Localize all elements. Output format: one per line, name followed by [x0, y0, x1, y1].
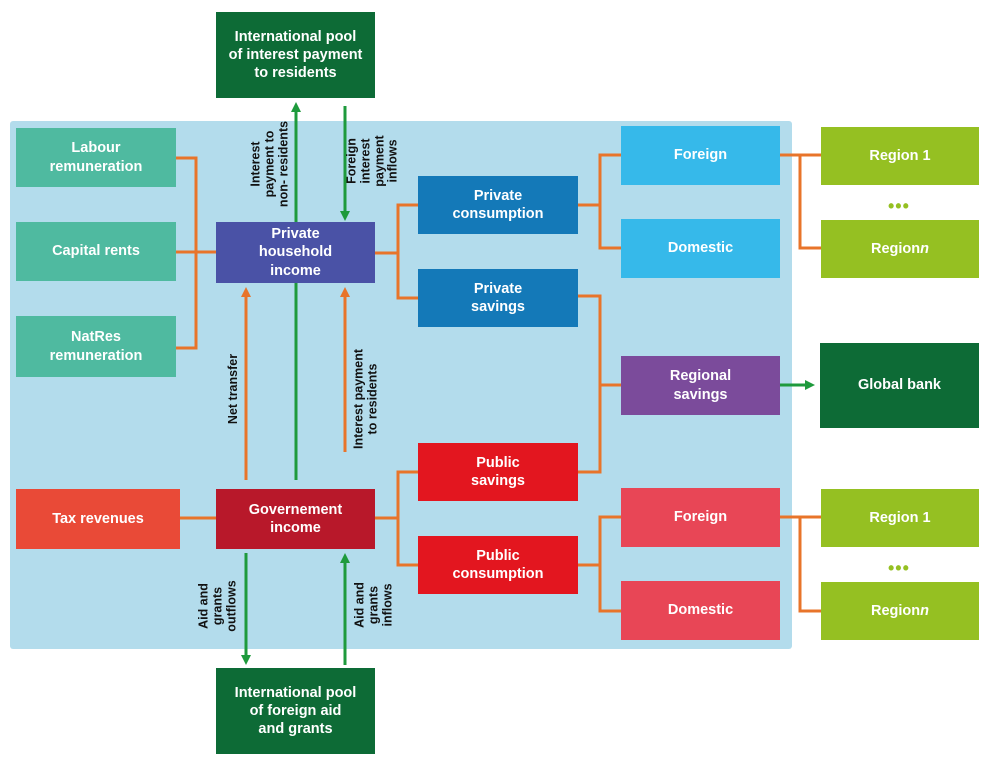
global-bank-box: Global bank: [820, 343, 979, 428]
private-consumption-split: [578, 153, 621, 250]
foreign-bottom-regions-bracket: [780, 515, 821, 613]
aid-inflows-label: Aid and grants inflows: [352, 582, 394, 628]
savings-to-regional-bracket: [578, 294, 621, 474]
private-savings-box: Private savings: [418, 269, 578, 327]
region-n-bottom-box: Region n: [821, 582, 979, 640]
interest-nonresidents-label: Interest payment to non- residents: [248, 120, 290, 208]
natres-remuneration-box: NatRes remuneration: [16, 316, 176, 377]
private-consumption-box: Private consumption: [418, 176, 578, 234]
net-transfer-label: Net transfer: [226, 353, 241, 425]
pool-aid-box: International pool of foreign aid and gr…: [216, 668, 375, 754]
domestic-top-box: Domestic: [621, 219, 780, 278]
pool-interest-box: International pool of interest payment t…: [216, 12, 375, 98]
government-split-bracket: [375, 470, 418, 567]
region-n-bottom-prefix: Region: [871, 602, 921, 619]
region-n-top-prefix: Region: [871, 240, 921, 257]
domestic-bottom-box: Domestic: [621, 581, 780, 640]
household-split-bracket: [375, 203, 418, 300]
government-income-box: Governement income: [216, 489, 375, 549]
foreign-interest-inflows-label: Foreign interest payment inflows: [344, 135, 400, 187]
ellipsis-bottom: •••: [888, 558, 910, 578]
foreign-bottom-box: Foreign: [621, 488, 780, 547]
region-1-bottom-box: Region 1: [821, 489, 979, 547]
labour-remuneration-box: Labour remuneration: [16, 128, 176, 187]
region-n-top-var: n: [920, 240, 929, 257]
region-1-top-box: Region 1: [821, 127, 979, 185]
region-n-bottom-var: n: [920, 602, 929, 619]
ellipsis-top: •••: [888, 196, 910, 216]
private-household-income-box: Private household income: [216, 222, 375, 283]
capital-rents-box: Capital rents: [16, 222, 176, 281]
regional-savings-box: Regional savings: [621, 356, 780, 415]
tax-revenues-box: Tax revenues: [16, 489, 180, 549]
foreign-top-box: Foreign: [621, 126, 780, 185]
public-savings-box: Public savings: [418, 443, 578, 501]
foreign-top-regions-bracket: [780, 153, 821, 250]
public-consumption-box: Public consumption: [418, 536, 578, 594]
public-consumption-split: [578, 515, 621, 613]
aid-outflows-label: Aid and grants outflows: [196, 580, 238, 632]
interest-residents-label: Interest payment to residents: [351, 348, 379, 450]
region-n-top-box: Region n: [821, 220, 979, 278]
